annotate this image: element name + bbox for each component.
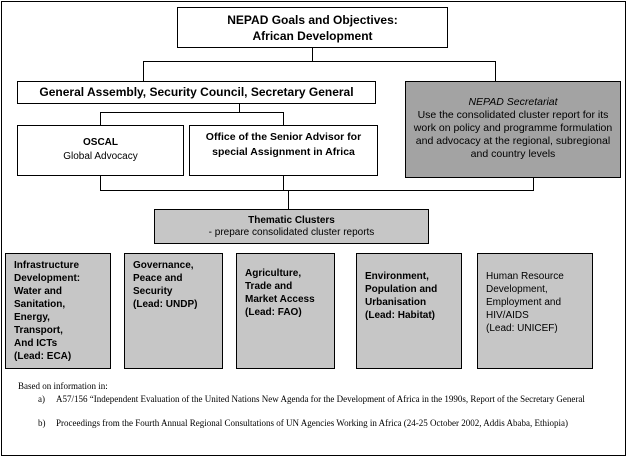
cluster-agriculture-label: Agriculture, Trade and Market Access (Le… xyxy=(245,268,315,318)
oscal-title: OSCAL xyxy=(83,137,118,148)
osaa-title: Office of the Senior Advisor for special… xyxy=(205,131,362,158)
thematic-clusters-title: Thematic Clusters xyxy=(248,215,335,226)
connector-to-ga xyxy=(143,61,144,81)
cluster-governance: Governance, Peace and Security (Lead: UN… xyxy=(124,253,223,369)
cluster-human-resource-label: Human Resource Development, Employment a… xyxy=(486,271,564,334)
thematic-clusters-box: Thematic Clusters - prepare consolidated… xyxy=(154,209,429,244)
goals-box: NEPAD Goals and Objectives: African Deve… xyxy=(177,7,448,48)
notes-intro: Based on information in: xyxy=(18,381,108,391)
thematic-clusters-subtitle: - prepare consolidated cluster reports xyxy=(208,227,375,238)
goals-title: NEPAD Goals and Objectives: xyxy=(227,13,398,27)
connector-to-secretariat xyxy=(495,61,496,81)
oscal-subtitle: Global Advocacy xyxy=(63,151,138,162)
connector-to-oscal xyxy=(100,112,101,125)
general-assembly-box: General Assembly, Security Council, Secr… xyxy=(17,81,376,104)
cluster-infrastructure: Infrastructure Development: Water and Sa… xyxy=(5,253,111,369)
note-a-letter: a) xyxy=(38,394,45,404)
connector-ga-down xyxy=(239,104,240,113)
oscal-box: OSCAL Global Advocacy xyxy=(17,125,184,176)
connector-top-horizontal xyxy=(143,61,496,62)
osaa-box: Office of the Senior Advisor for special… xyxy=(189,125,378,176)
cluster-human-resource: Human Resource Development, Employment a… xyxy=(477,253,593,369)
connector-goals-down xyxy=(312,48,313,62)
connector-oscal-down xyxy=(100,176,101,191)
secretariat-description: Use the consolidated cluster report for … xyxy=(413,109,613,160)
secretariat-title: NEPAD Secretariat xyxy=(468,96,558,108)
note-a-text: A57/156 “Independent Evaluation of the U… xyxy=(56,394,585,404)
nepad-secretariat-box: NEPAD Secretariat Use the consolidated c… xyxy=(405,81,621,178)
connector-osaa-down xyxy=(283,176,284,191)
goals-subtitle: African Development xyxy=(252,29,373,43)
cluster-agriculture: Agriculture, Trade and Market Access (Le… xyxy=(236,253,335,369)
cluster-governance-label: Governance, Peace and Security (Lead: UN… xyxy=(133,260,198,310)
cluster-environment: Environment, Population and Urbanisation… xyxy=(356,253,462,369)
connector-mid-horizontal xyxy=(100,112,284,113)
connector-secretariat-down xyxy=(533,178,534,191)
note-b-letter: b) xyxy=(38,418,46,428)
note-b-text: Proceedings from the Fourth Annual Regio… xyxy=(56,418,569,428)
connector-to-clusters xyxy=(288,190,289,209)
general-assembly-label: General Assembly, Security Council, Secr… xyxy=(39,85,354,99)
cluster-infrastructure-label: Infrastructure Development: Water and Sa… xyxy=(14,260,81,362)
connector-lower-horizontal xyxy=(100,190,534,191)
connector-to-osaa xyxy=(283,112,284,125)
cluster-environment-label: Environment, Population and Urbanisation… xyxy=(365,271,438,321)
